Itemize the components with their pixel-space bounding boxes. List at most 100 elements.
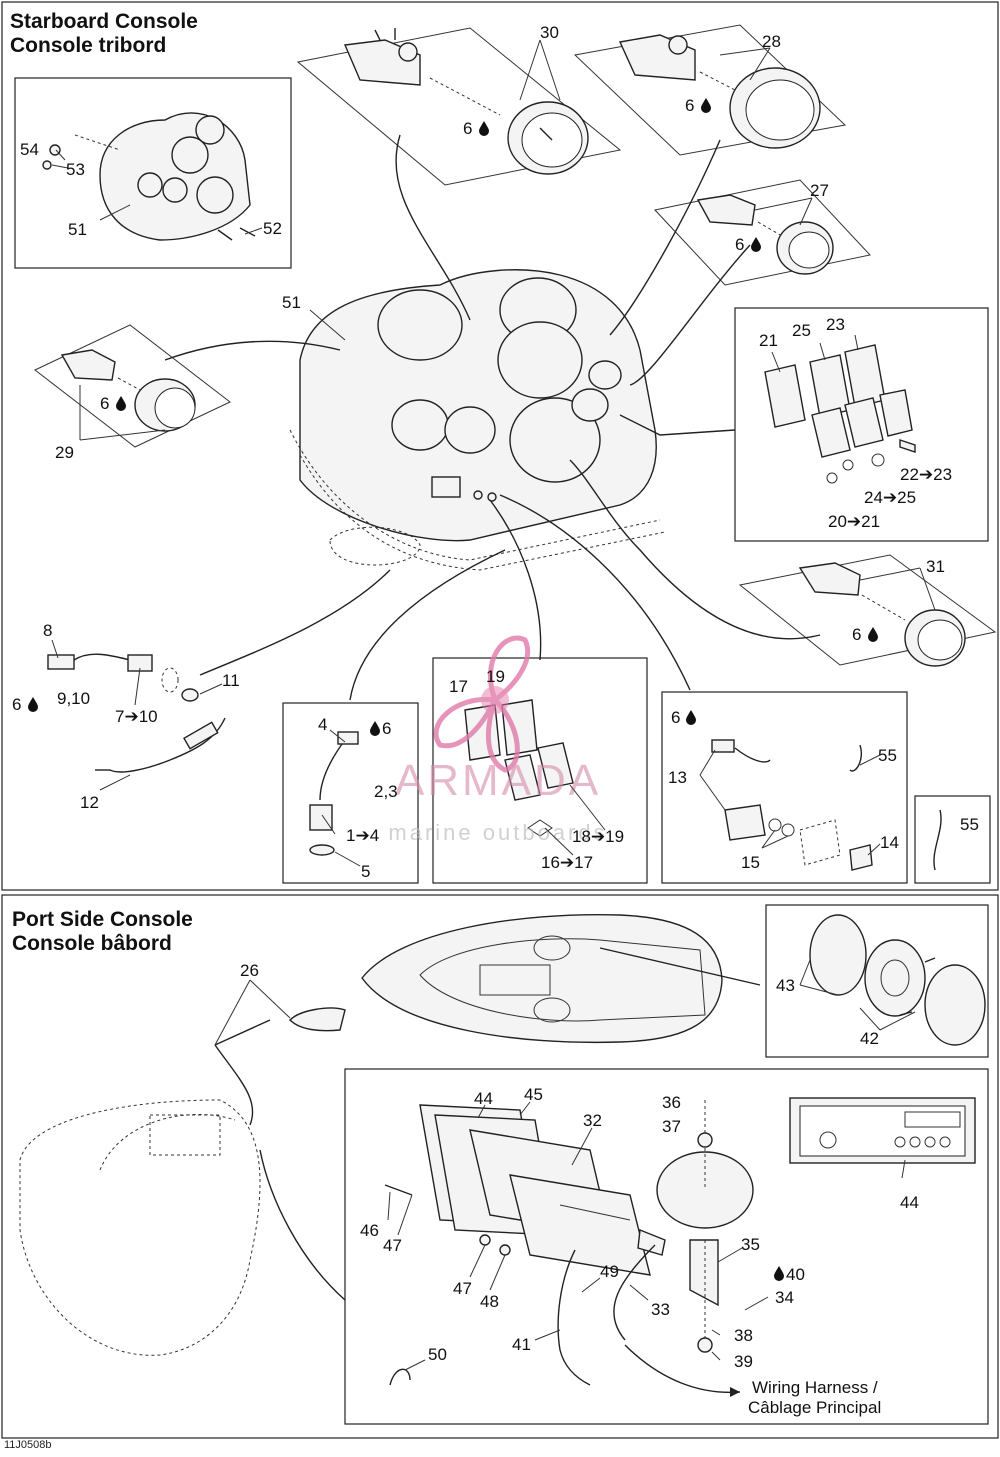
gauge-30: [343, 28, 589, 175]
callout-11: 11: [222, 671, 240, 690]
callout-6-gauge30: 6: [463, 119, 472, 138]
inset-stereo: [344, 1068, 989, 1425]
callout-1-4: 1➔4: [346, 826, 379, 845]
port-frame: [1, 894, 999, 1439]
wire-switches: [619, 414, 736, 436]
wire-ignition: [349, 549, 506, 701]
callout-49: 49: [600, 1262, 619, 1281]
wiring-harness-fr: Câblage Principal: [748, 1398, 881, 1417]
callout-33: 33: [651, 1300, 670, 1319]
callout-35: 35: [741, 1235, 760, 1254]
callout-42: 42: [860, 1029, 879, 1048]
callout-14: 14: [880, 833, 899, 852]
callout-53: 53: [66, 160, 85, 179]
stereo-faceplate: [789, 1097, 976, 1164]
callout-30: 30: [540, 23, 559, 42]
callout-54: 54: [20, 140, 39, 159]
cable-tie-55: [933, 809, 942, 871]
cable-assembly: [47, 653, 226, 773]
side-console: [19, 1007, 346, 1356]
boat-top-view: [361, 913, 761, 1044]
watermark: ARMADA marine outboards: [388, 635, 607, 845]
callout-6-gauge28: 6: [685, 96, 694, 115]
propeller-logo-icon: [433, 635, 531, 773]
callout-41: 41: [512, 1335, 531, 1354]
callout-19: 19: [486, 667, 505, 686]
callout-55-tie: 55: [960, 815, 979, 834]
callout-7-10: 7➔10: [115, 707, 158, 726]
console-overview: [42, 112, 256, 241]
wire-horn: [499, 494, 691, 691]
callout-24-25: 24➔25: [864, 488, 916, 507]
callout-9-10: 9,10: [57, 689, 90, 708]
watermark-tagline: marine outboards: [388, 820, 607, 845]
wire-29: [164, 340, 341, 361]
callout-44-stereo: 44: [474, 1089, 493, 1108]
callout-36: 36: [662, 1093, 681, 1112]
gauge-29: [60, 349, 196, 432]
wire-30: [395, 134, 471, 321]
dashed-cavity: [329, 526, 421, 566]
gauge-plane-29: [34, 324, 231, 448]
callout-16-17: 16➔17: [541, 853, 593, 872]
callout-labels: 30 28 27 6 6 6 6 6 6 6 6 54 53 51 52 51 …: [12, 23, 979, 1371]
main-console: [289, 269, 666, 571]
watermark-brand: ARMADA: [395, 756, 601, 805]
callout-26: 26: [240, 961, 259, 980]
inset-tie: [914, 795, 991, 884]
callout-43: 43: [776, 976, 795, 995]
callout-39: 39: [734, 1352, 753, 1371]
callout-27: 27: [810, 181, 829, 200]
stereo-assembly: [384, 1100, 754, 1394]
wire-lanyard: [199, 569, 391, 676]
inset-console-overview: [14, 77, 292, 269]
callout-47-left: 47: [383, 1236, 402, 1255]
callout-17: 17: [449, 677, 468, 696]
starboard-title-fr: Console tribord: [10, 34, 166, 57]
callout-34: 34: [775, 1288, 794, 1307]
callout-29: 29: [55, 443, 74, 462]
callout-32: 32: [583, 1111, 602, 1130]
callout-15: 15: [741, 853, 760, 872]
callout-37: 37: [662, 1117, 681, 1136]
callout-13: 13: [668, 768, 687, 787]
callout-51-main: 51: [282, 293, 301, 312]
gauge-plane-27: [654, 179, 871, 286]
callout-20-21: 20➔21: [828, 512, 880, 531]
gauge-plane-28: [573, 24, 847, 156]
gauge-28: [618, 34, 821, 149]
callout-6-horn: 6: [671, 708, 680, 727]
figure-code: 11J0508b: [4, 1439, 52, 1451]
wire-28: [609, 139, 721, 336]
callout-51-inset: 51: [68, 220, 87, 239]
callout-48: 48: [480, 1292, 499, 1311]
callout-44-faceplate: 44: [900, 1193, 919, 1212]
port-title-en: Port Side Console: [12, 908, 193, 931]
callout-8: 8: [43, 621, 52, 640]
callout-38: 38: [734, 1326, 753, 1345]
callout-18-19: 18➔19: [572, 827, 624, 846]
callout-52: 52: [263, 219, 282, 238]
gauge-31: [798, 562, 966, 667]
callout-31: 31: [926, 557, 945, 576]
callout-40: 40: [786, 1265, 805, 1284]
callout-50: 50: [428, 1345, 447, 1364]
wire-27: [629, 244, 751, 386]
callout-22-23: 22➔23: [900, 465, 952, 484]
starboard-title-en: Starboard Console: [10, 10, 198, 33]
callout-4: 4: [318, 715, 327, 734]
gauge-27: [696, 194, 834, 275]
callout-21: 21: [759, 331, 778, 350]
callout-23: 23: [826, 315, 845, 334]
inset-switches: [734, 307, 989, 542]
leader-lines: [51, 39, 936, 1371]
callout-6-ignition: 6: [382, 719, 391, 738]
callout-47-right: 47: [453, 1279, 472, 1298]
starboard-frame: [1, 1, 999, 891]
callout-28: 28: [762, 32, 781, 51]
inset-horn: [661, 691, 908, 884]
callout-6-gauge27: 6: [735, 235, 744, 254]
port-title-fr: Console bâbord: [12, 932, 172, 955]
